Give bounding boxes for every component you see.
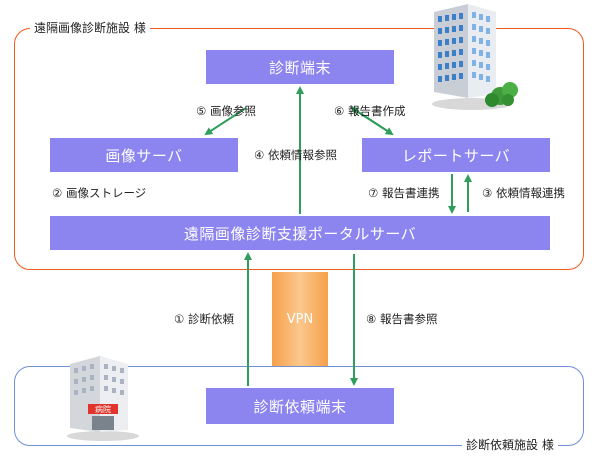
remote-diagnosis-facility-frame <box>14 28 584 270</box>
step-7-label: ⑦ 報告書連携 <box>368 186 440 200</box>
office-building-icon <box>432 4 518 110</box>
report-server-box: レポートサーバ <box>362 138 550 172</box>
diagnosis-terminal-box: 診断端末 <box>206 50 394 84</box>
hospital-sign: 病院 <box>95 404 111 414</box>
requesting-facility-frame <box>14 366 584 446</box>
remote-diagnosis-facility-label: 遠隔画像診断施設 様 <box>30 21 150 35</box>
step-2-label: ② 画像ストレージ <box>52 186 147 200</box>
requesting-facility-label: 診断依頼施設 様 <box>462 438 558 452</box>
step-6-label: ⑥ 報告書作成 <box>334 104 406 118</box>
step-4-label: ④ 依頼情報参照 <box>254 148 337 162</box>
arrow-image-ref <box>204 107 247 136</box>
arrow-report-create-back <box>350 106 393 135</box>
portal-server-box: 遠隔画像診断支援ポータルサーバ <box>50 216 550 250</box>
step-3-label: ③ 依頼情報連携 <box>482 186 565 200</box>
step-1-label: ① 診断依頼 <box>174 312 234 326</box>
vpn-tunnel: VPN <box>272 272 328 366</box>
image-server-box: 画像サーバ <box>50 138 238 172</box>
step-8-label: ⑧ 報告書参照 <box>366 312 438 326</box>
vpn-label: VPN <box>286 311 314 327</box>
request-terminal-box: 診断依頼端末 <box>206 388 394 424</box>
step-5-label: ⑤ 画像参照 <box>196 104 256 118</box>
hospital-building-icon: 病院 <box>67 356 139 441</box>
